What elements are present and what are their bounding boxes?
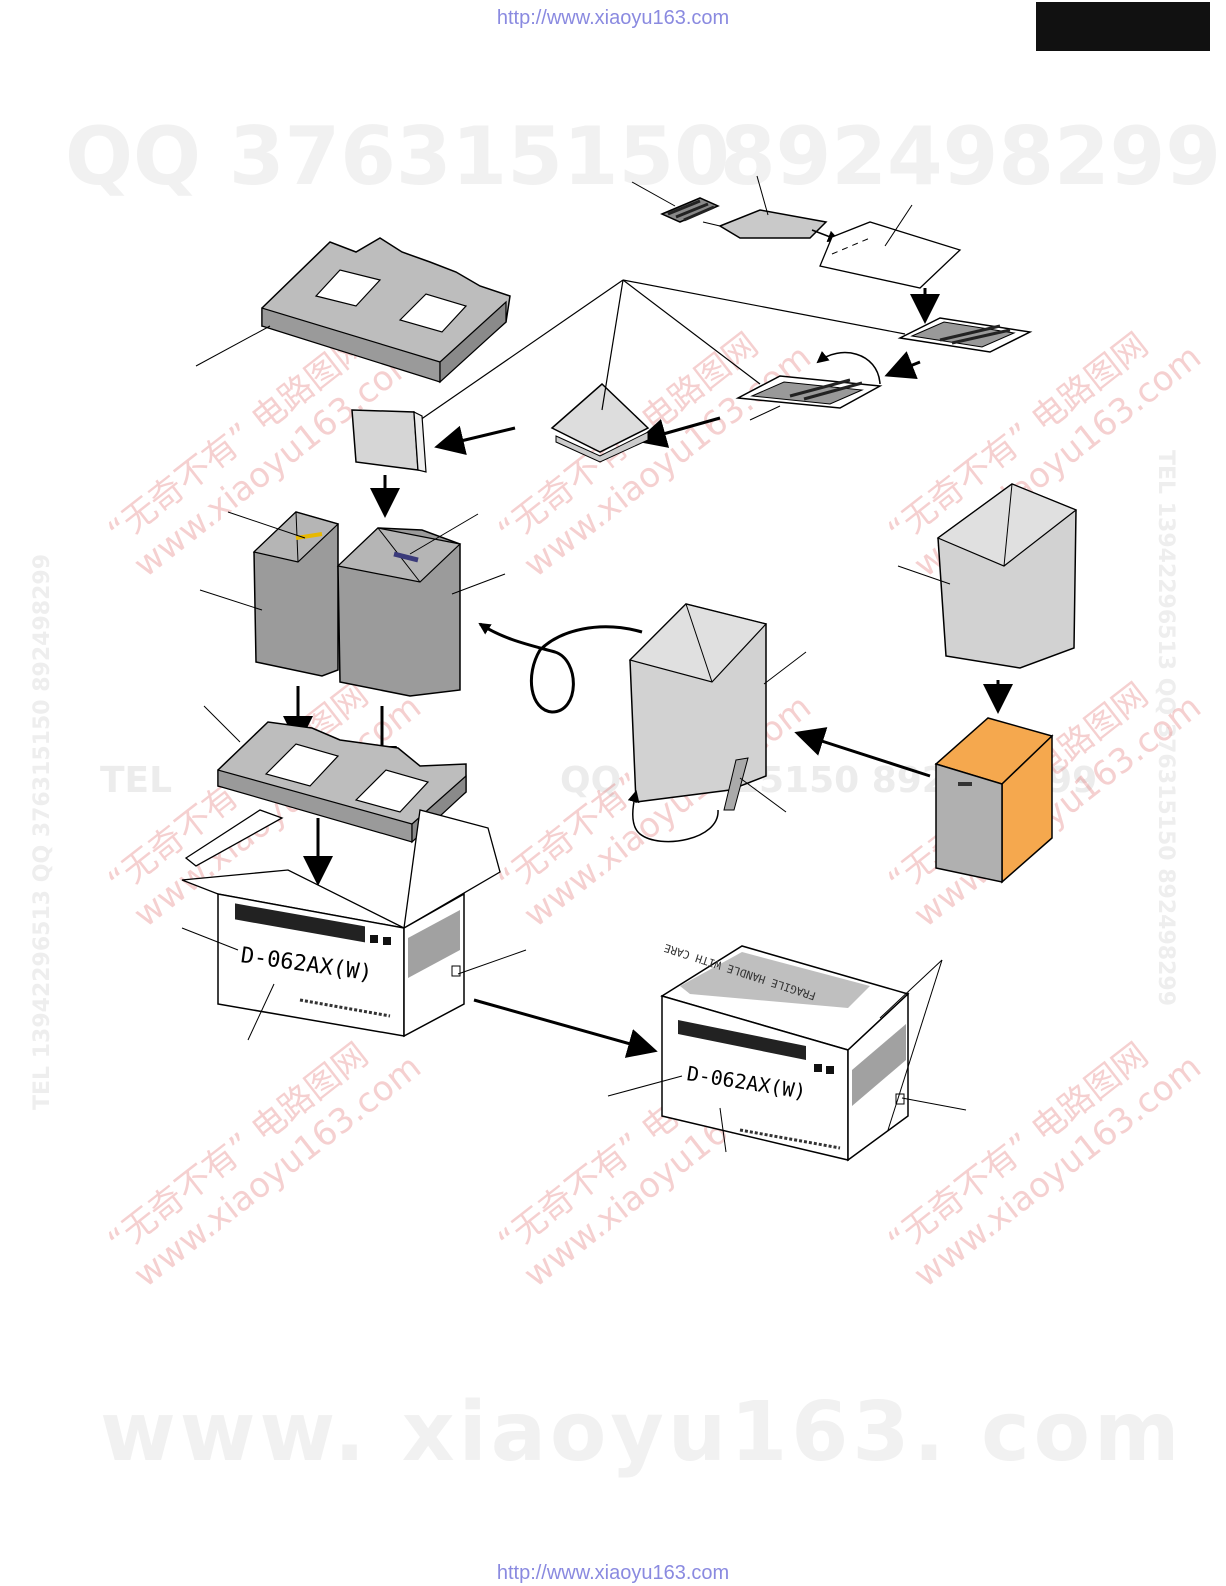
watermark-tel: TEL — [100, 760, 173, 801]
bottom-foam-cushion — [217, 721, 467, 844]
closed-carton: FRAGILE HANDLE WITH CARE D-062AX(W) — [660, 941, 910, 1162]
speaker-unit — [934, 717, 1054, 884]
header-url[interactable]: http://www.xiaoyu163.com — [496, 7, 730, 29]
speaker-left-covered — [252, 511, 340, 677]
open-carton: D-062AX(W) — [181, 809, 501, 1038]
folded-bag — [735, 351, 883, 409]
speaker-center-covered — [627, 603, 768, 843]
top-foam-cushion — [261, 237, 511, 384]
speaker-right-covered — [336, 527, 462, 697]
watermark-qq-label: QQ 376315150 — [65, 110, 730, 203]
manual-book — [351, 409, 427, 473]
footer-url[interactable]: http://www.xiaoyu163.com — [496, 1562, 730, 1584]
bagged-accessories — [897, 317, 1033, 353]
watermark-site: www. xiaoyu163. com — [100, 1385, 1184, 1480]
folded-package — [550, 382, 650, 463]
plastic-bag — [819, 221, 962, 289]
speaker-right-top-covered — [936, 483, 1078, 669]
instruction-sheet — [718, 209, 828, 239]
remote-batteries — [660, 197, 720, 223]
watermark-qq-number: 892498299 — [720, 110, 1221, 203]
page-tab-marker — [1036, 2, 1210, 51]
